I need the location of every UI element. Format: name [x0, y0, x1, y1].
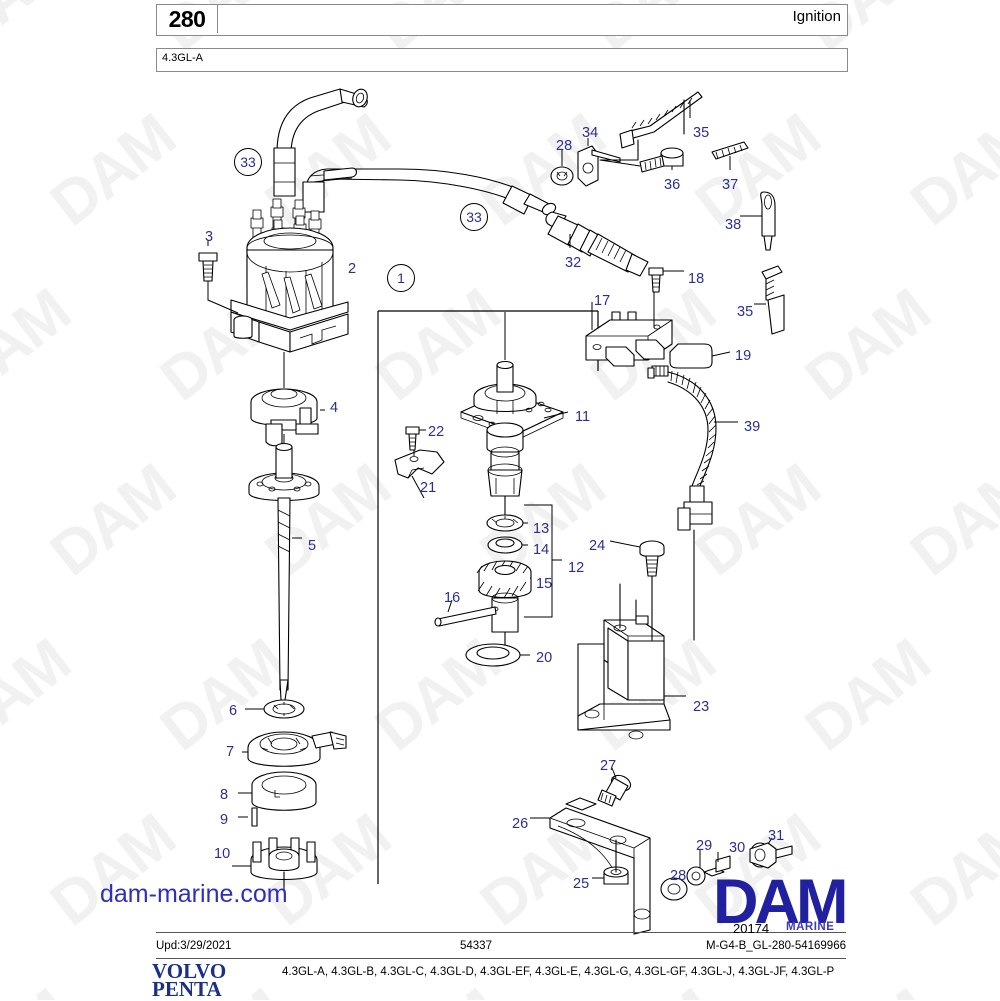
callout-29[interactable]: 29 — [696, 838, 713, 854]
callout-27[interactable]: 27 — [600, 758, 617, 774]
callout-16[interactable]: 16 — [444, 590, 461, 606]
footer-rule-bottom — [156, 958, 846, 959]
callout-35[interactable]: 35 — [693, 125, 710, 141]
clip-34 — [577, 138, 641, 187]
washer-6 — [245, 699, 305, 719]
washer-14 — [487, 536, 528, 554]
callout-31[interactable]: 31 — [768, 828, 785, 844]
callout-15[interactable]: 15 — [536, 576, 553, 592]
callout-7[interactable]: 7 — [226, 744, 235, 760]
ignition-module-17 — [585, 288, 673, 367]
callout-1[interactable]: 1 — [387, 264, 415, 292]
callout-2[interactable]: 2 — [348, 261, 357, 277]
dam-logo: DAM — [713, 867, 848, 937]
callout-26[interactable]: 26 — [512, 816, 529, 832]
footer-updated: Upd:3/29/2021 — [156, 940, 232, 952]
callout-38[interactable]: 38 — [725, 217, 742, 233]
callout-30[interactable]: 30 — [729, 840, 746, 856]
footer-model-list: 4.3GL-A, 4.3GL-B, 4.3GL-C, 4.3GL-D, 4.3G… — [282, 966, 835, 978]
seal-20 — [465, 643, 530, 667]
relay-19 — [669, 343, 731, 369]
bracket-35-top — [599, 91, 703, 161]
callout-28[interactable]: 28 — [556, 138, 573, 154]
bolt-24 — [609, 540, 665, 641]
callout-10[interactable]: 10 — [214, 846, 231, 862]
footer-drawing-number: 54337 — [460, 940, 492, 952]
volvo-penta-logo: VOLVO PENTA — [152, 959, 227, 1001]
pin-16 — [434, 599, 497, 627]
ignition-coil-23 — [577, 583, 686, 740]
callout-3[interactable]: 3 — [205, 229, 214, 245]
model-bar: 4.3GL-A — [156, 48, 848, 72]
plug-wire-upper — [273, 88, 368, 197]
bracket-26 — [530, 797, 651, 935]
bolt-22 — [405, 426, 426, 451]
callout-33[interactable]: 33 — [234, 148, 262, 176]
callout-18[interactable]: 18 — [688, 271, 705, 287]
callout-20[interactable]: 20 — [536, 650, 553, 666]
section-number: 280 — [157, 5, 218, 33]
bolt-27 — [597, 767, 632, 807]
callout-23[interactable]: 23 — [693, 699, 710, 715]
reluctor-10 — [232, 837, 318, 893]
harness-39 — [647, 365, 738, 641]
callout-39[interactable]: 39 — [744, 419, 761, 435]
hardware-group — [660, 837, 793, 901]
holder-21 — [394, 444, 445, 499]
callout-14[interactable]: 14 — [533, 542, 550, 558]
callout-28b[interactable]: 28 — [670, 868, 687, 884]
callout-13[interactable]: 13 — [533, 521, 550, 537]
callout-34[interactable]: 34 — [582, 125, 599, 141]
page-title: Ignition — [792, 8, 841, 25]
washer-28 — [550, 150, 574, 186]
callout-4[interactable]: 4 — [330, 400, 339, 416]
header-bar: 280 Ignition — [156, 4, 848, 36]
pickup-coil-7 — [242, 731, 347, 767]
tool-38 — [740, 191, 776, 251]
callout-37[interactable]: 37 — [722, 177, 739, 193]
bolt-36 — [639, 147, 684, 173]
dam-logo-number: 20174 — [733, 921, 770, 936]
callout-22[interactable]: 22 — [428, 424, 445, 440]
callout-9[interactable]: 9 — [220, 812, 229, 828]
volvo-penta-line2: PENTA — [152, 977, 222, 1001]
footer-rule-top — [156, 932, 846, 933]
gear-15 — [476, 560, 532, 649]
callout-17[interactable]: 17 — [594, 293, 611, 309]
callout-11[interactable]: 11 — [575, 409, 591, 425]
bracket-35-lower — [754, 265, 785, 335]
bolt-3 — [198, 240, 239, 314]
callout-19[interactable]: 19 — [735, 348, 752, 364]
clip-37 — [711, 141, 749, 170]
model-label: 4.3GL-A — [162, 52, 203, 64]
bolt-18 — [648, 267, 684, 293]
callout-33b[interactable]: 33 — [460, 203, 488, 231]
housing-8 — [238, 771, 317, 811]
callout-8[interactable]: 8 — [220, 787, 229, 803]
plate-11 — [460, 312, 569, 519]
pin-9 — [238, 807, 258, 827]
callout-36[interactable]: 36 — [664, 177, 681, 193]
rotor-4 — [250, 352, 325, 470]
spark-plug-32 — [545, 211, 649, 277]
group-bracket-12 — [524, 504, 553, 618]
callout-35b[interactable]: 35 — [737, 304, 754, 320]
callout-25[interactable]: 25 — [573, 876, 590, 892]
callout-21[interactable]: 21 — [420, 480, 437, 496]
washer-13 — [486, 514, 528, 532]
callout-24[interactable]: 24 — [589, 538, 606, 554]
site-url[interactable]: dam-marine.com — [100, 880, 288, 908]
footer-document-code: M-G4-B_GL-280-54169966 — [706, 940, 846, 952]
plug-wire-lower — [302, 167, 557, 216]
callout-12[interactable]: 12 — [568, 560, 585, 576]
callout-32[interactable]: 32 — [565, 255, 582, 271]
volvo-penta-line1: VOLVO — [152, 959, 227, 983]
distributor-cap — [230, 198, 349, 353]
callout-5[interactable]: 5 — [308, 538, 317, 554]
callout-6[interactable]: 6 — [229, 703, 238, 719]
shaft-5 — [248, 442, 320, 701]
dam-logo-subtitle: MARINE — [786, 921, 835, 933]
